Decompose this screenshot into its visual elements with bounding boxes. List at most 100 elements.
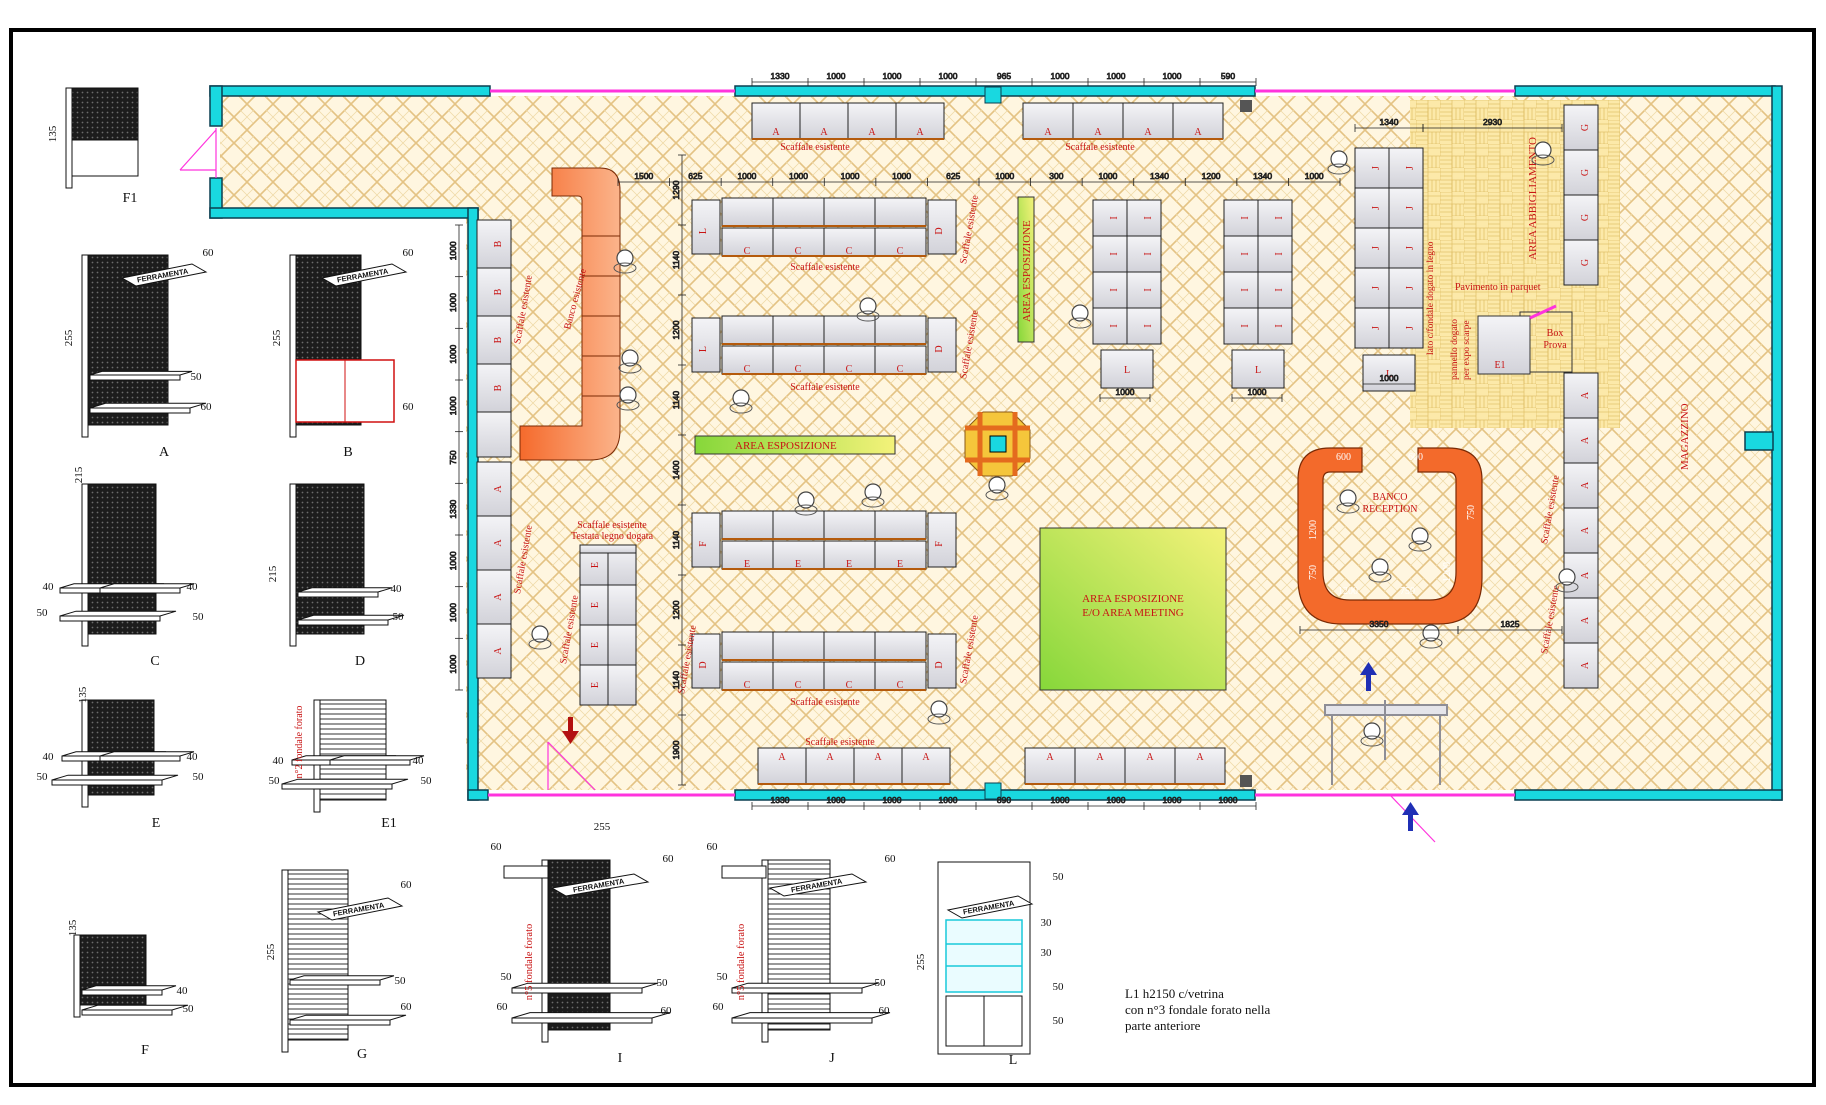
dim-mid-value: 625 [946, 171, 960, 181]
endcap-F: F [691, 512, 721, 568]
legend-dimension: 50 [183, 1003, 195, 1015]
legend-shelf-edge [511, 987, 643, 994]
shelf-bay- [607, 624, 637, 666]
legend-shelf [281, 778, 409, 785]
legend-L-glass [945, 919, 1023, 993]
legend-dimension: 50 [421, 775, 433, 787]
dim-aisle-value: 1290 [671, 180, 681, 199]
ferramenta-sign-frame [320, 263, 408, 287]
shelf-bay-A [1072, 102, 1124, 140]
gondola3-code: E [897, 559, 903, 570]
shelf-bay-code: A [1144, 127, 1152, 138]
legend-dimension: 50 [717, 971, 729, 983]
dim-aisle-value: 1200 [671, 600, 681, 619]
shelf-label-bottom-1: Scaffale esistente [805, 737, 875, 748]
dim-reception-right-value: 1825 [1501, 619, 1520, 629]
dim-left-value: 1000 [448, 603, 458, 622]
legend-dimension: 40 [43, 581, 55, 593]
legend-dimension: 30 [1041, 947, 1053, 959]
legend-panel [295, 483, 365, 635]
dim-col1340-value: 1340 [1380, 117, 1399, 127]
shelf-bay-code: B [493, 336, 504, 343]
shelf-bay-I [1257, 235, 1293, 273]
door-bottom-left[interactable] [547, 741, 596, 791]
shelf-bay-code: G [1580, 214, 1591, 221]
shelf-bay-C [721, 315, 774, 345]
shelf-bay-C [874, 631, 927, 661]
shelf-bay-code: E [590, 602, 601, 608]
shelf-row-C [721, 345, 927, 375]
shelf-bay-C [721, 227, 774, 257]
legend-shelf-edge [511, 1017, 653, 1024]
shelf-bay-E [772, 540, 825, 570]
gondola1-code: C [846, 246, 853, 257]
shelf-bay-code: I [1109, 324, 1120, 327]
legend-dimension: 255 [265, 943, 277, 960]
legend-dimension: 50 [875, 977, 887, 989]
box-prova-label2: Prova [1543, 340, 1567, 351]
person-figure [1371, 558, 1389, 576]
legend-dimension: 60 [401, 879, 413, 891]
area-meeting-line1: AREA ESPOSIZIONE [1082, 593, 1184, 605]
pannello-dogato-label: pannello dogato [1450, 319, 1460, 380]
door-left-entrance[interactable] [179, 128, 217, 178]
chair-outline [856, 310, 880, 322]
legend-shelf [99, 583, 195, 589]
legend-code: E [152, 816, 161, 831]
person-figure [619, 386, 637, 404]
endcap-D: D [927, 633, 957, 689]
legend-dimension: 135 [77, 686, 89, 703]
legend-shelf [731, 1012, 891, 1019]
shelf-bay-B [476, 363, 512, 413]
shelf-bay-code: E [590, 642, 601, 648]
shelf-bay-J [1388, 227, 1424, 269]
shelf-row-C [721, 197, 927, 227]
endcap-L: L [691, 199, 721, 255]
endcap-bay [1362, 354, 1416, 392]
legend-dimension: 60 [497, 1001, 509, 1013]
shelf-bay-code: A [1094, 127, 1102, 138]
endcap-bay [691, 512, 721, 568]
shelf-bay-I [1126, 307, 1162, 345]
rec-dim-1200b: 1200 [1338, 586, 1358, 597]
endcap-bay [579, 544, 637, 554]
shelf-bay-code: A [493, 485, 504, 493]
legend-code: F [141, 1043, 149, 1058]
shelf-type-legend: 135F1FERRAMENTA255605060AFERRAMENTA25560… [37, 87, 1065, 1068]
shelf-row-C [721, 227, 927, 257]
testata-label-2: Testata legno dogata [571, 531, 654, 542]
legend-dimension: 60 [661, 1005, 673, 1017]
legend-dimension: 60 [201, 401, 213, 413]
area-esposizione-vertical-label: AREA ESPOSIZIONE [1021, 220, 1033, 322]
shelf-bay-code: A [826, 752, 834, 763]
legend-code: I [618, 1051, 623, 1066]
dim-top-value: 590 [1221, 71, 1235, 81]
legend-upright [81, 483, 89, 647]
legend-code: J [829, 1051, 835, 1066]
legend-panel [87, 254, 169, 426]
legend-shelf [297, 614, 405, 621]
shelf-bay-E [579, 664, 609, 706]
shelf-bay-code: I [1109, 252, 1120, 255]
shelf-bay-code: A [820, 127, 828, 138]
legend-dimension: 50 [1053, 981, 1065, 993]
shelf-bay-C [772, 315, 825, 345]
area-meeting [1039, 527, 1227, 691]
chair-outline [861, 496, 885, 508]
endcap-bay [927, 199, 957, 255]
chair-outline [729, 402, 753, 414]
shelf-bay-code: I [1240, 216, 1251, 219]
shelf-bay-I [1092, 307, 1128, 345]
door-box-prova[interactable] [1529, 304, 1557, 320]
legend-shelf [511, 1012, 671, 1019]
legend-dimension: 255 [63, 329, 75, 346]
